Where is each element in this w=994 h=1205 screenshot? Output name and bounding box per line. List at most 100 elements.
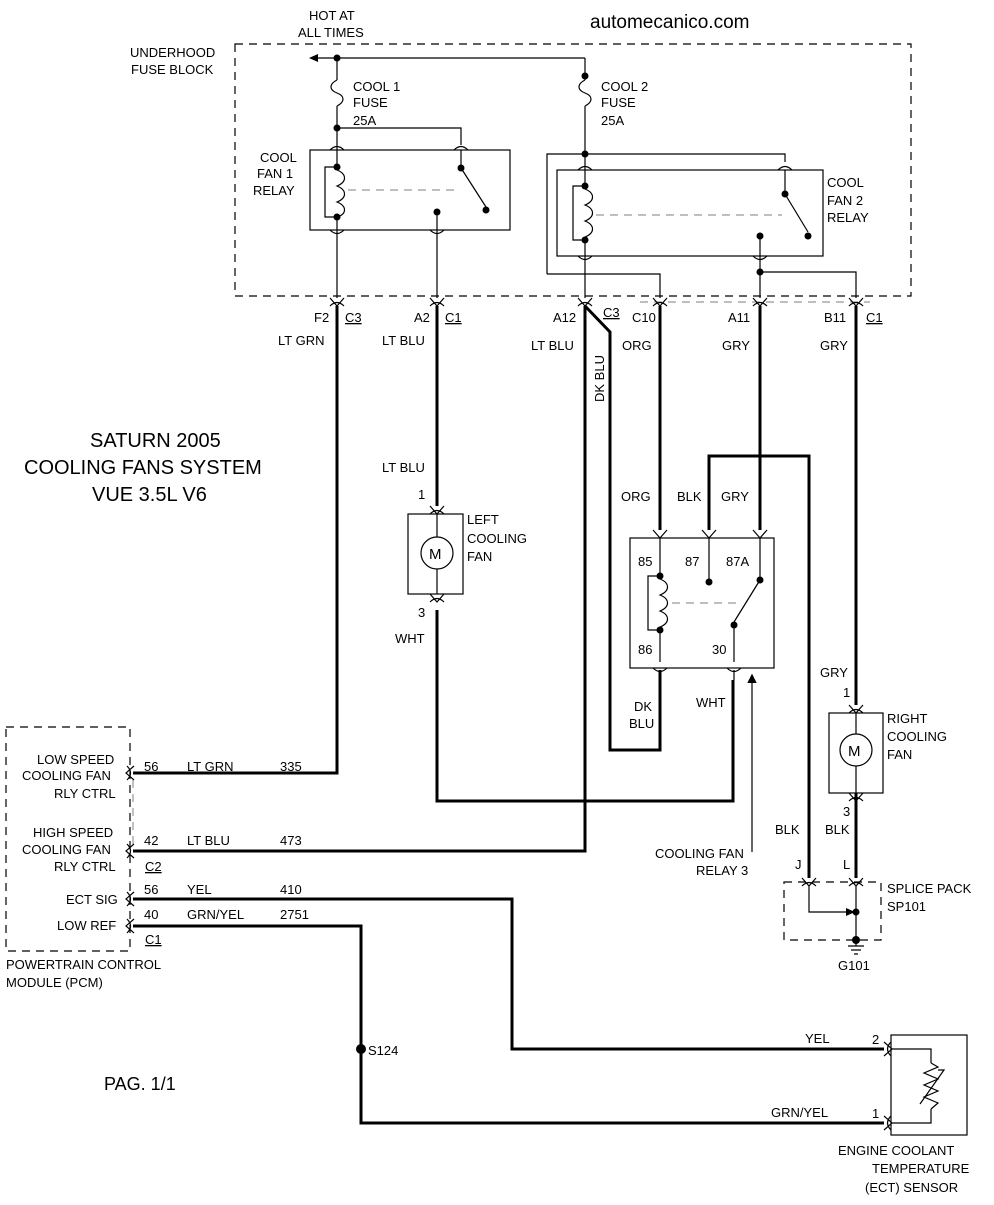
pcm-pin-row: 40 GRN/YEL 2751	[144, 907, 309, 922]
pcm-module	[5, 726, 131, 952]
left-fan-label-3: FAN	[467, 549, 492, 564]
wire-label-lt-blu-3: LT BLU	[382, 460, 425, 475]
pcm-ect-sig: ECT SIG	[66, 892, 118, 907]
splice-pin-j: J	[795, 857, 802, 872]
pcm-name-2: MODULE (PCM)	[6, 975, 103, 990]
wire-label-blk-1: BLK	[677, 489, 702, 504]
pcm-low-speed-3: RLY CTRL	[54, 786, 116, 801]
wire-label-gry-3: GRY	[721, 489, 749, 504]
pcm-connector-c1: C1	[145, 932, 162, 947]
fuse2-label-3: 25A	[601, 113, 624, 128]
right-fan-motor-label: M	[848, 743, 861, 760]
title-line-3: VUE 3.5L V6	[92, 484, 207, 506]
ect-pin-1: 1	[872, 1106, 879, 1121]
relay2-label-3: RELAY	[827, 210, 869, 225]
ect-label-3: (ECT) SENSOR	[865, 1180, 958, 1195]
conn-a12: A12	[553, 310, 576, 325]
site-watermark: automecanico.com	[590, 12, 749, 33]
wire-label-gry-4: GRY	[820, 665, 848, 680]
right-fan-label-2: COOLING	[887, 729, 947, 744]
ect-label-1: ENGINE COOLANT	[838, 1143, 954, 1158]
splice-s124-label: S124	[368, 1043, 398, 1058]
wire-label-blk-2: BLK	[775, 822, 800, 837]
wire-label-lt-blu-1: LT BLU	[382, 333, 425, 348]
pcm-row-circuit: 2751	[280, 907, 309, 922]
pcm-high-speed-3: RLY CTRL	[54, 859, 116, 874]
conn-a2: A2	[414, 310, 430, 325]
conn-c3-b: C3	[603, 305, 620, 320]
page-label: PAG. 1/1	[104, 1074, 176, 1094]
wire-lt-blu-pcm	[133, 306, 587, 853]
wire-label-lt-grn: LT GRN	[278, 333, 324, 348]
ground-symbol	[848, 940, 864, 955]
conn-f2: F2	[314, 310, 329, 325]
wire-label-gry-2: GRY	[820, 338, 848, 353]
left-fan-label-2: COOLING	[467, 531, 527, 546]
wire-blk-relay3	[707, 454, 811, 878]
pcm-low-speed-1: LOW SPEED	[37, 752, 114, 767]
wire-label-wht-2: WHT	[696, 695, 726, 710]
relay2-label-1: COOL	[827, 175, 864, 190]
wire-label-dk-blu: DK BLU	[592, 355, 607, 402]
fuse2-symbol	[578, 79, 592, 107]
relay3-pin-85: 85	[638, 554, 652, 569]
conn-c3-a: C3	[345, 310, 362, 325]
fuse1-label-1: COOL 1	[353, 79, 400, 94]
relay1-label-3: RELAY	[253, 183, 295, 198]
pcm-row-pin: 56	[144, 882, 158, 897]
pcm-pin-connectors	[125, 765, 135, 934]
power-arrow	[309, 54, 318, 62]
conn-b11: B11	[824, 310, 846, 325]
splice-label-2: SP101	[887, 899, 926, 914]
ect-pin-2: 2	[872, 1032, 879, 1047]
splice-label-1: SPLICE PACK	[887, 881, 972, 896]
relay1-coil	[335, 169, 346, 218]
pcm-row-pin: 40	[144, 907, 158, 922]
wire-dk-blu	[583, 304, 662, 752]
wire-yel	[133, 897, 884, 1051]
pcm-row-color: LT BLU	[187, 833, 230, 848]
left-cooling-fan	[407, 513, 464, 595]
left-fan-label-1: LEFT	[467, 512, 499, 527]
wire-lt-grn	[133, 306, 339, 775]
conn-c1-b: C1	[866, 310, 883, 325]
ect-label-2: TEMPERATURE	[872, 1161, 970, 1176]
power-label-2: ALL TIMES	[298, 25, 364, 40]
left-fan-pin-1: 1	[418, 487, 425, 502]
ground-label: G101	[838, 958, 870, 973]
fuse-block-outline	[234, 43, 912, 297]
pcm-row-color: GRN/YEL	[187, 907, 244, 922]
pcm-low-speed-2: COOLING FAN	[22, 768, 111, 783]
pcm-pin-row: 56 LT GRN 335	[144, 759, 302, 774]
pcm-name-1: POWERTRAIN CONTROL	[6, 957, 161, 972]
relay3-coil	[658, 578, 669, 628]
fuse1-symbol	[330, 79, 344, 107]
pcm-high-speed-1: HIGH SPEED	[33, 825, 113, 840]
relay1-switch	[460, 167, 487, 208]
left-fan-pin-3: 3	[418, 605, 425, 620]
fuse-block-label-2: FUSE BLOCK	[131, 62, 214, 77]
relay3-switch	[733, 579, 761, 623]
relay3-pin-86: 86	[638, 642, 652, 657]
wire-label-gry-1: GRY	[722, 338, 750, 353]
wire-label-lt-blu-2: LT BLU	[531, 338, 574, 353]
wire-label-blu: BLU	[629, 716, 654, 731]
pcm-pin-row: 42 LT BLU 473	[144, 833, 302, 848]
relay1-label-2: FAN 1	[257, 166, 293, 181]
relay2-label-2: FAN 2	[827, 193, 863, 208]
pcm-row-pin: 56	[144, 759, 158, 774]
ect-sensor	[890, 1034, 968, 1136]
wire-label-org-2: ORG	[621, 489, 651, 504]
cool-fan-2-relay	[556, 169, 824, 257]
relay1-label-1: COOL	[260, 150, 297, 165]
right-fan-motor	[839, 733, 873, 767]
title-line-1: SATURN 2005	[90, 430, 221, 452]
cool-fan-1-relay	[309, 149, 511, 231]
fuse-block-label-1: UNDERHOOD	[130, 45, 215, 60]
pcm-row-color: YEL	[187, 882, 212, 897]
fuse1-label-2: FUSE	[353, 95, 388, 110]
pcm-row-circuit: 335	[280, 759, 302, 774]
pcm-row-color: LT GRN	[187, 759, 233, 774]
splice-pin-l: L	[843, 857, 850, 872]
pcm-row-circuit: 473	[280, 833, 302, 848]
